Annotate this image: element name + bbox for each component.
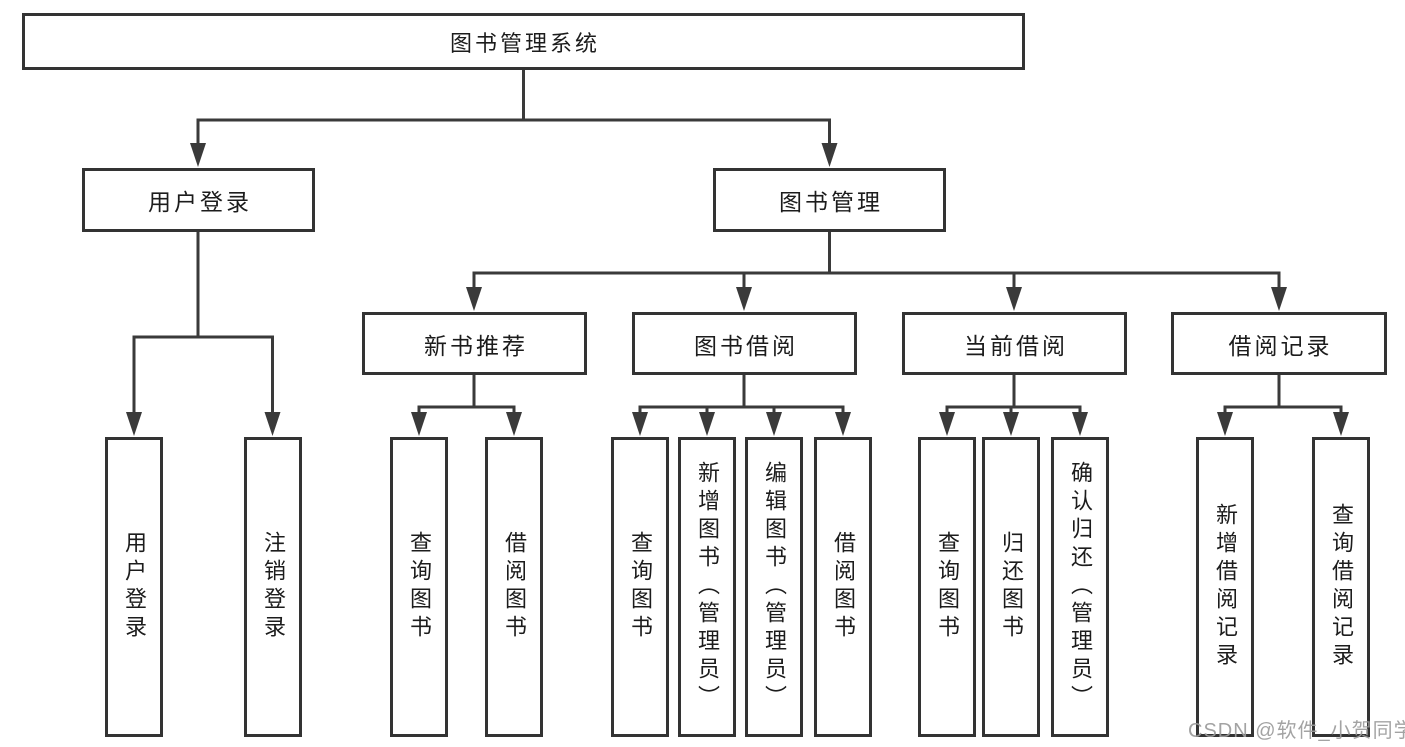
arrowhead-icon (699, 412, 715, 436)
node-book-management: 图书管理 (713, 168, 946, 232)
connector-records-rail (1223, 405, 1343, 418)
node-label: 图书借阅 (694, 332, 798, 359)
arrowhead-icon (1333, 412, 1349, 436)
node-label: 当前借阅 (964, 332, 1068, 359)
node-user-login: 用户登录 (82, 168, 315, 232)
arrowhead-icon (466, 287, 482, 311)
node-label: 图书管理系统 (449, 30, 600, 56)
node-label: 借阅图书 (831, 531, 856, 643)
arrowhead-icon (190, 143, 206, 167)
arrowhead-icon (506, 412, 522, 436)
node-label: 用户登录 (122, 531, 147, 643)
arrowhead-icon (1003, 412, 1019, 436)
arrowhead-icon (1006, 287, 1022, 311)
leaf-user-login: 用户登录 (105, 437, 163, 737)
node-label: 借阅记录 (1228, 332, 1333, 359)
connector-root-rail (196, 118, 831, 150)
node-label: 确认归还（管理员） (1068, 461, 1093, 713)
arrowhead-icon (126, 412, 142, 436)
node-label: 查询图书 (628, 531, 653, 643)
leaf-edit-books-admin: 编辑图书（管理员） (745, 437, 803, 737)
connector-recommend-rail (417, 405, 516, 418)
arrowhead-icon (835, 412, 851, 436)
arrowhead-icon (264, 412, 281, 436)
arrowhead-icon (736, 287, 752, 311)
leaf-add-books-admin: 新增图书（管理员） (678, 437, 736, 737)
node-label: 新增借阅记录 (1213, 503, 1238, 671)
leaf-confirm-return-admin: 确认归还（管理员） (1051, 437, 1109, 737)
leaf-query-books-recommend: 查询图书 (390, 437, 448, 737)
arrowhead-icon (632, 412, 648, 436)
node-borrow-records: 借阅记录 (1171, 312, 1387, 375)
node-label: 归还图书 (999, 531, 1024, 643)
csdn-watermark: CSDN @软件_小贺同学 (1188, 720, 1405, 742)
connector-userlogin-rail (132, 335, 274, 418)
arrowhead-icon (821, 143, 838, 167)
arrowhead-icon (939, 412, 955, 436)
node-current-borrowing: 当前借阅 (902, 312, 1127, 375)
leaf-return-books: 归还图书 (982, 437, 1040, 737)
arrowhead-icon (1217, 412, 1233, 436)
arrowhead-icon (1072, 412, 1088, 436)
node-label: 编辑图书（管理员） (762, 461, 787, 713)
node-new-book-recommendation: 新书推荐 (362, 312, 587, 375)
node-label: 用户登录 (148, 189, 252, 215)
leaf-logout: 注销登录 (244, 437, 302, 737)
arrowhead-icon (1271, 287, 1287, 311)
connector-borrowing-rail (638, 405, 845, 418)
node-label: 查询图书 (407, 531, 432, 643)
arrowhead-icon (766, 412, 782, 436)
node-book-borrowing: 图书借阅 (632, 312, 857, 375)
connector-current-rail (945, 405, 1082, 418)
node-label: 注销登录 (261, 531, 286, 643)
connector-bookmgmt-rail (472, 271, 1281, 293)
leaf-new-borrow-record: 新增借阅记录 (1196, 437, 1254, 737)
node-root-library-system: 图书管理系统 (22, 13, 1025, 70)
node-label: 查询图书 (935, 531, 960, 643)
leaf-query-books-borrowing: 查询图书 (611, 437, 669, 737)
node-label: 新书推荐 (424, 332, 528, 359)
leaf-borrow-books-borrowing: 借阅图书 (814, 437, 872, 737)
node-label: 借阅图书 (502, 531, 527, 643)
leaf-query-borrow-record: 查询借阅记录 (1312, 437, 1370, 737)
node-label: 查询借阅记录 (1329, 503, 1354, 671)
leaf-borrow-books-recommend: 借阅图书 (485, 437, 543, 737)
arrowhead-icon (411, 412, 427, 436)
node-label: 新增图书（管理员） (695, 461, 720, 713)
leaf-query-books-current: 查询图书 (918, 437, 976, 737)
node-label: 图书管理 (779, 189, 883, 215)
